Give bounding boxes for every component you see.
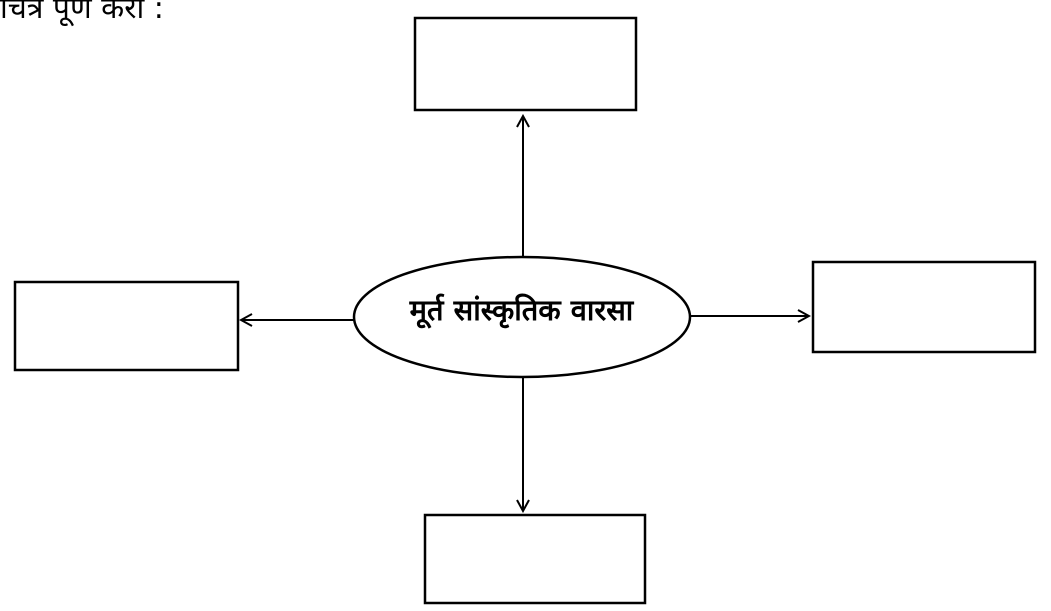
answer-box-left[interactable]	[13, 280, 240, 372]
center-concept-label: मूर्त सांस्कृतिक वारसा	[409, 293, 634, 327]
answer-box-right[interactable]	[811, 260, 1037, 354]
answer-box-top[interactable]	[413, 16, 638, 112]
instruction-text: चित्र पूर्ण करा :	[0, 0, 164, 26]
answer-box-bottom[interactable]	[423, 513, 647, 605]
